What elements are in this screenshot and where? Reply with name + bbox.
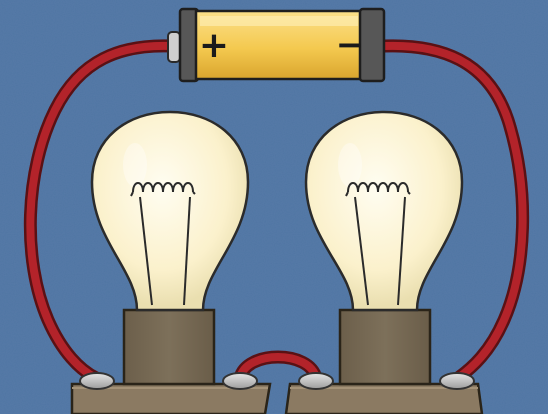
battery-positive-nub: [167, 31, 181, 63]
left-bulb-glass: [90, 110, 250, 312]
terminals: [79, 372, 475, 390]
left-bulb-base: [122, 308, 216, 386]
middle-wire: [236, 353, 320, 382]
battery-highlight: [200, 16, 358, 26]
right-bulb-filament: [345, 182, 411, 306]
right-wire: [380, 41, 527, 382]
battery-negative-sign: −: [336, 25, 365, 65]
right-bulb-base: [338, 308, 432, 386]
battery-positive-sign: +: [199, 25, 229, 66]
terminal-left-inner: [222, 372, 258, 390]
battery: + −: [167, 7, 386, 83]
left-bulb-shine: [123, 143, 147, 187]
battery-negative-cap: [358, 7, 386, 83]
wires: [23, 39, 530, 385]
left-bulb-filament: [130, 182, 196, 306]
right-bulb-shine: [338, 143, 362, 187]
right-bulb: [304, 110, 464, 386]
left-wire: [26, 41, 176, 382]
terminal-right-outer: [439, 372, 475, 390]
terminal-left-outer: [79, 372, 115, 390]
terminal-right-inner: [298, 372, 334, 390]
left-bulb: [90, 110, 250, 386]
right-bulb-glass: [304, 110, 464, 312]
